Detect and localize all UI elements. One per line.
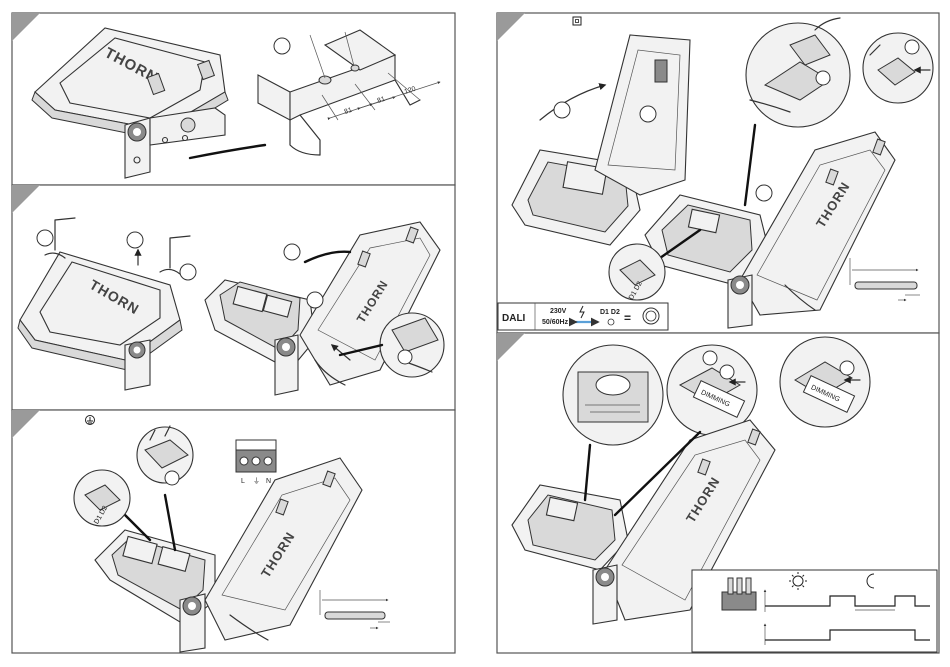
panel-dali-wiring: THORN: [497, 13, 939, 333]
equals-sign: =: [624, 311, 631, 325]
panel-mounting-bracket: THORN: [12, 13, 455, 185]
terminal-pe-label: ⏚: [253, 477, 260, 485]
panel-dimming-setup: DIMMING DIMMING THORN: [497, 333, 939, 653]
frequency-label: 50/60Hz: [542, 319, 569, 326]
dali-terminal-detail: D1 D2: [609, 244, 665, 301]
dali-label: DALI: [502, 313, 526, 324]
connector-detail-small: [863, 33, 933, 103]
dali-spec-box: DALI 230V 50/60Hz D1 D2 =: [498, 303, 668, 330]
dimming-sticker-detail-2: DIMMING: [780, 337, 870, 427]
driver-closeup-detail: [563, 345, 663, 445]
dali-terminals-label: D1 D2: [600, 309, 620, 316]
dimming-sticker-detail: DIMMING: [667, 345, 757, 435]
terminal-l-label: L: [241, 478, 245, 485]
panel-wiring-mains: THORN D1 D2 L ⏚: [12, 410, 455, 653]
voltage-label: 230V: [550, 308, 567, 315]
panel-opening-cover: THORN THORN: [12, 185, 455, 410]
terminal-detail-dali: D1 D2: [74, 470, 130, 526]
dimming-timing-box: [692, 570, 937, 652]
step-circle: [274, 38, 290, 54]
terminal-n-label: N: [266, 478, 271, 485]
